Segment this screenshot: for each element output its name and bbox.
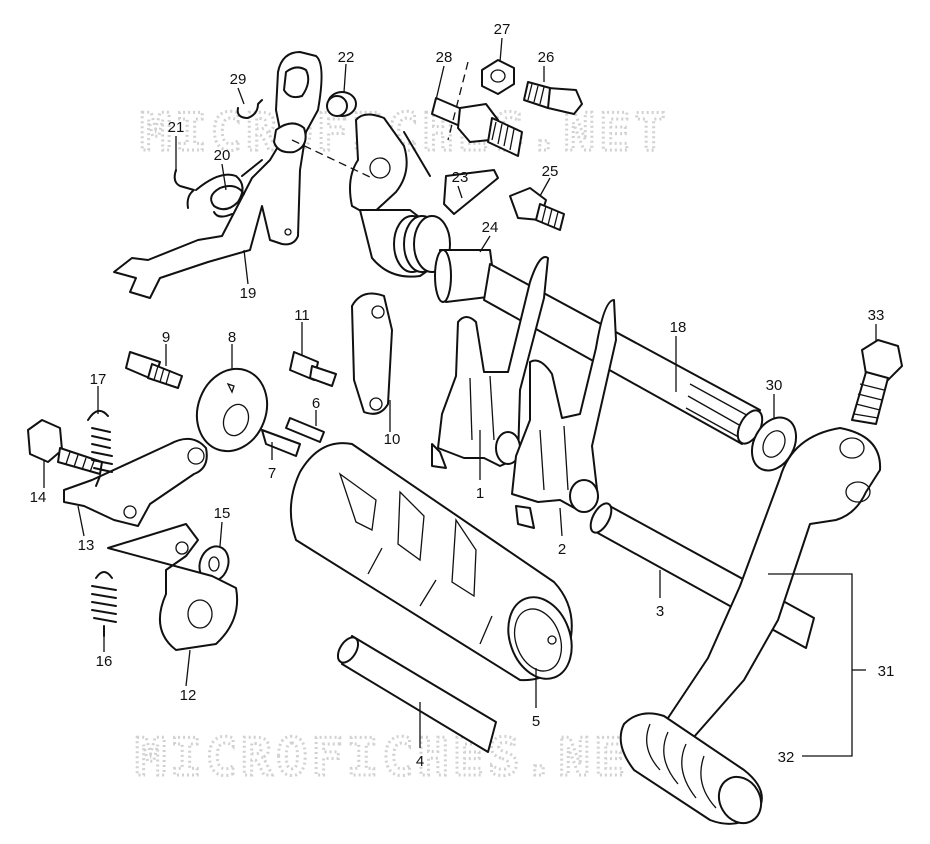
callout-16: 16 (96, 653, 113, 670)
part-32-rubber (619, 712, 763, 825)
part-13-arm (63, 437, 208, 527)
callout-32: 32 (778, 749, 795, 766)
assembly-line (447, 61, 469, 141)
callout-12: 12 (180, 687, 197, 704)
callout-11: 11 (294, 307, 310, 324)
callout-26: 26 (538, 49, 555, 66)
callout-18: 18 (670, 319, 687, 336)
callout-23: 23 (452, 169, 469, 186)
part-14-bolt (27, 419, 103, 475)
leader-lines (43, 37, 877, 757)
part-21-clip (173, 169, 195, 209)
callout-3: 3 (656, 603, 664, 620)
callout-27: 27 (494, 21, 511, 38)
callout-2: 2 (558, 541, 566, 558)
callout-30: 30 (766, 377, 783, 394)
callout-9: 9 (162, 329, 170, 346)
part-19-shift-lever (113, 51, 323, 299)
part-33-bolt (851, 339, 903, 425)
callout-28: 28 (436, 49, 453, 66)
part-11-screw (289, 351, 337, 387)
part-26-bolt (523, 81, 583, 115)
callout-31: 31 (878, 663, 895, 680)
part-24-sleeve (434, 249, 497, 303)
assembly-line (291, 139, 373, 179)
callout-15: 15 (214, 505, 231, 522)
part-22-collar (326, 91, 357, 117)
part-20-spring (195, 159, 263, 218)
watermark-bottom: MICROFICHES.NET (135, 728, 665, 788)
callout-17: 17 (90, 371, 107, 388)
part-29-circlip (236, 99, 263, 119)
callout-7: 7 (268, 465, 276, 482)
callout-5: 5 (532, 713, 540, 730)
shift-cam-assembly (349, 113, 451, 278)
callout-25: 25 (542, 163, 559, 180)
callout-20: 20 (214, 147, 231, 164)
part-7-pin (261, 429, 301, 457)
callout-8: 8 (228, 329, 236, 346)
part-23-arm (443, 169, 499, 215)
part-9-screw (125, 351, 183, 389)
part-31-gearshift-lever (659, 427, 882, 747)
part-28-stud (431, 97, 523, 157)
callout-6: 6 (312, 395, 320, 412)
callout-24: 24 (482, 219, 499, 236)
part-25-bolt (509, 187, 565, 231)
callout-10: 10 (384, 431, 401, 448)
callout-14: 14 (30, 489, 47, 506)
callout-21: 21 (168, 119, 185, 136)
part-10-stopper (351, 292, 393, 415)
part-4-shaft (336, 635, 497, 753)
part-16-spring (91, 571, 117, 637)
callout-19: 19 (240, 285, 257, 302)
part-1-fork (431, 256, 549, 469)
callout-13: 13 (78, 537, 95, 554)
part-5-shift-drum (289, 442, 573, 682)
part-27-nut (481, 59, 515, 95)
part-12-plate (107, 523, 239, 651)
part-6-pin (285, 417, 325, 443)
callout-22: 22 (338, 49, 355, 66)
part-8-cam-plate (195, 367, 269, 453)
callout-33: 33 (868, 307, 885, 324)
callout-1: 1 (476, 485, 484, 502)
part-2-fork (511, 299, 617, 529)
callout-labels: 1 2 3 4 5 6 7 8 9 10 11 12 13 14 15 16 1… (30, 21, 895, 770)
callout-4: 4 (416, 753, 424, 770)
callout-29: 29 (230, 71, 247, 88)
